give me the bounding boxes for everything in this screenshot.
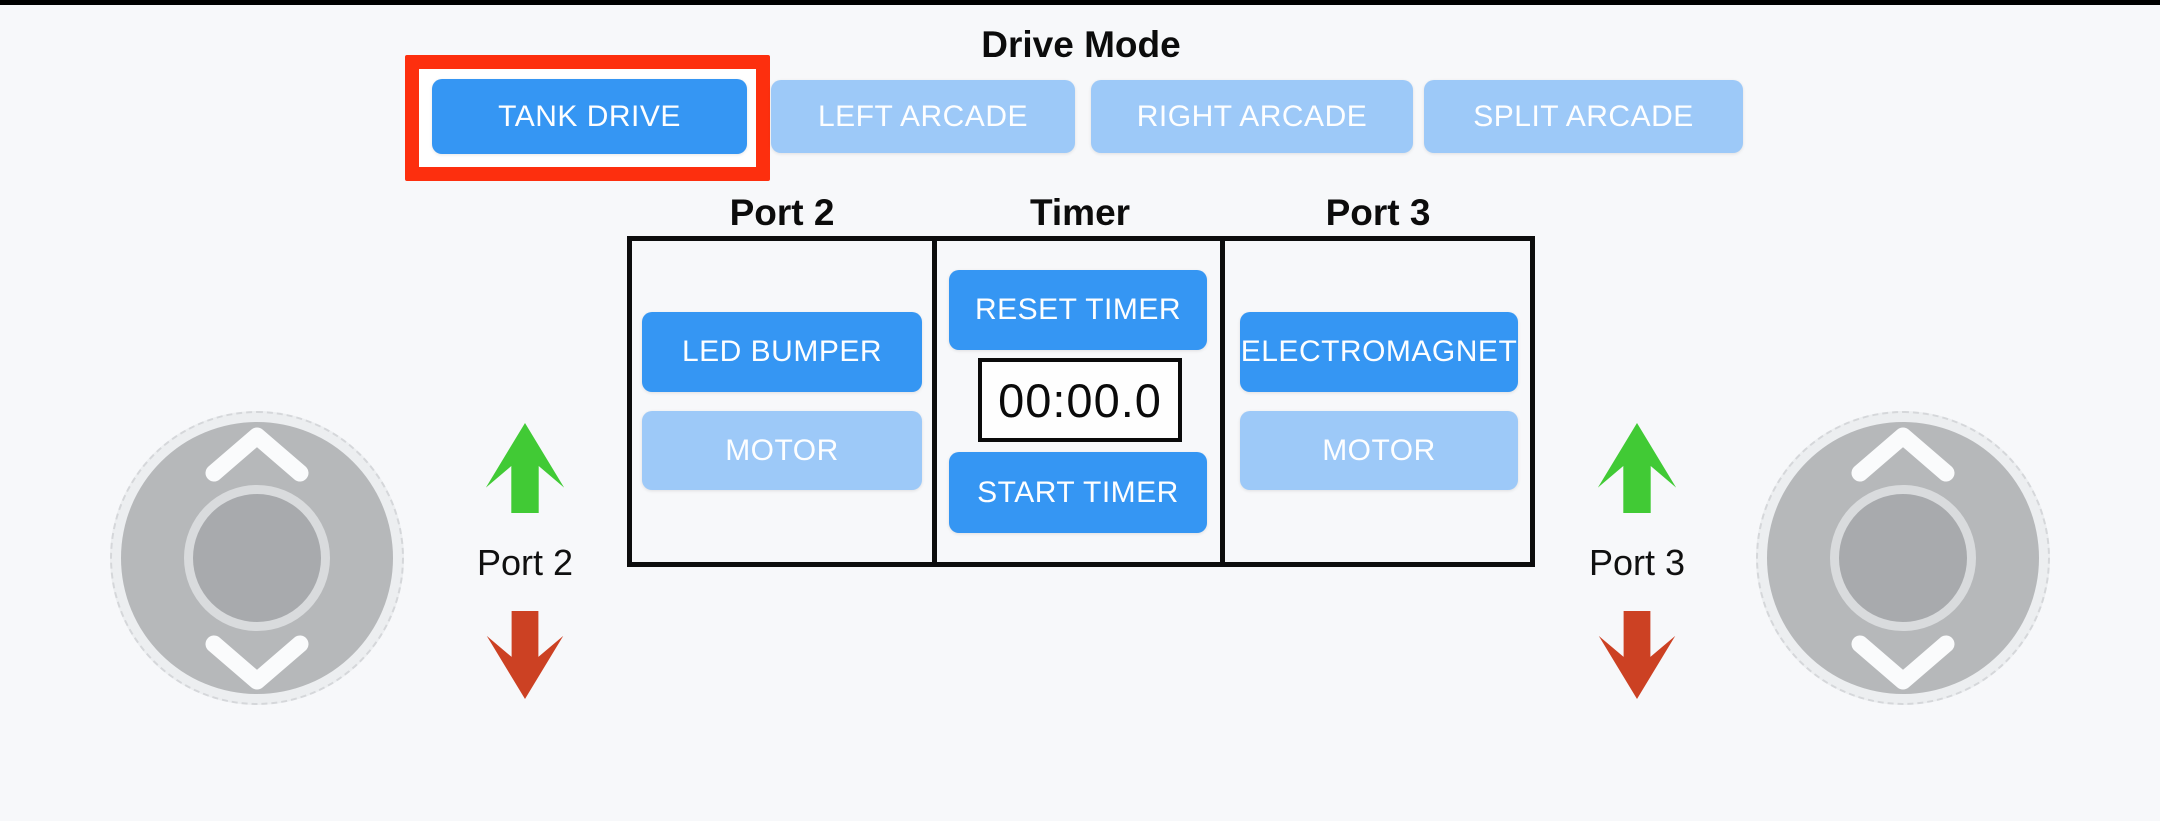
chevron-up-icon: [205, 427, 309, 482]
chevron-up-icon: [1851, 427, 1955, 482]
timer-display: 00:00.0: [978, 358, 1182, 442]
led-bumper-button[interactable]: LED BUMPER: [642, 312, 922, 392]
port-label-left: Port 2: [476, 542, 574, 583]
forward-arrow-icon-left: [485, 423, 565, 513]
left-joystick-chevrons: [205, 427, 309, 690]
left-joystick-knob[interactable]: [193, 494, 321, 622]
mode-button-left-arcade[interactable]: LEFT ARCADE: [771, 80, 1075, 153]
top-border-bar: [0, 0, 2160, 5]
start-timer-button[interactable]: START TIMER: [949, 452, 1207, 533]
drive-mode-title: Drive Mode: [981, 24, 1181, 65]
panel-divider-right: [1220, 241, 1225, 562]
forward-arrow-icon-right: [1597, 423, 1677, 513]
control-panel-table: [627, 236, 1535, 567]
left-joystick[interactable]: [110, 411, 404, 705]
right-joystick-knob[interactable]: [1839, 494, 1967, 622]
column-header-port3: Port 3: [1325, 192, 1431, 233]
mode-button-split-arcade[interactable]: SPLIT ARCADE: [1424, 80, 1743, 153]
reverse-arrow-icon-right: [1598, 611, 1676, 699]
port-label-right: Port 3: [1588, 542, 1686, 583]
mode-button-tank-drive[interactable]: TANK DRIVE: [432, 79, 747, 154]
column-header-timer: Timer: [1029, 192, 1131, 233]
reverse-arrow-icon-left: [486, 611, 564, 699]
electromagnet-button[interactable]: ELECTROMAGNET: [1240, 312, 1518, 392]
column-header-port2: Port 2: [729, 192, 835, 233]
right-joystick-chevrons: [1851, 427, 1955, 690]
right-joystick[interactable]: [1756, 411, 2050, 705]
motor-button-port2[interactable]: MOTOR: [642, 411, 922, 490]
chevron-down-icon: [205, 635, 309, 690]
panel-divider-left: [932, 241, 937, 562]
chevron-down-icon: [1851, 635, 1955, 690]
mode-button-right-arcade[interactable]: RIGHT ARCADE: [1091, 80, 1413, 153]
motor-button-port3[interactable]: MOTOR: [1240, 411, 1518, 490]
reset-timer-button[interactable]: RESET TIMER: [949, 270, 1207, 350]
